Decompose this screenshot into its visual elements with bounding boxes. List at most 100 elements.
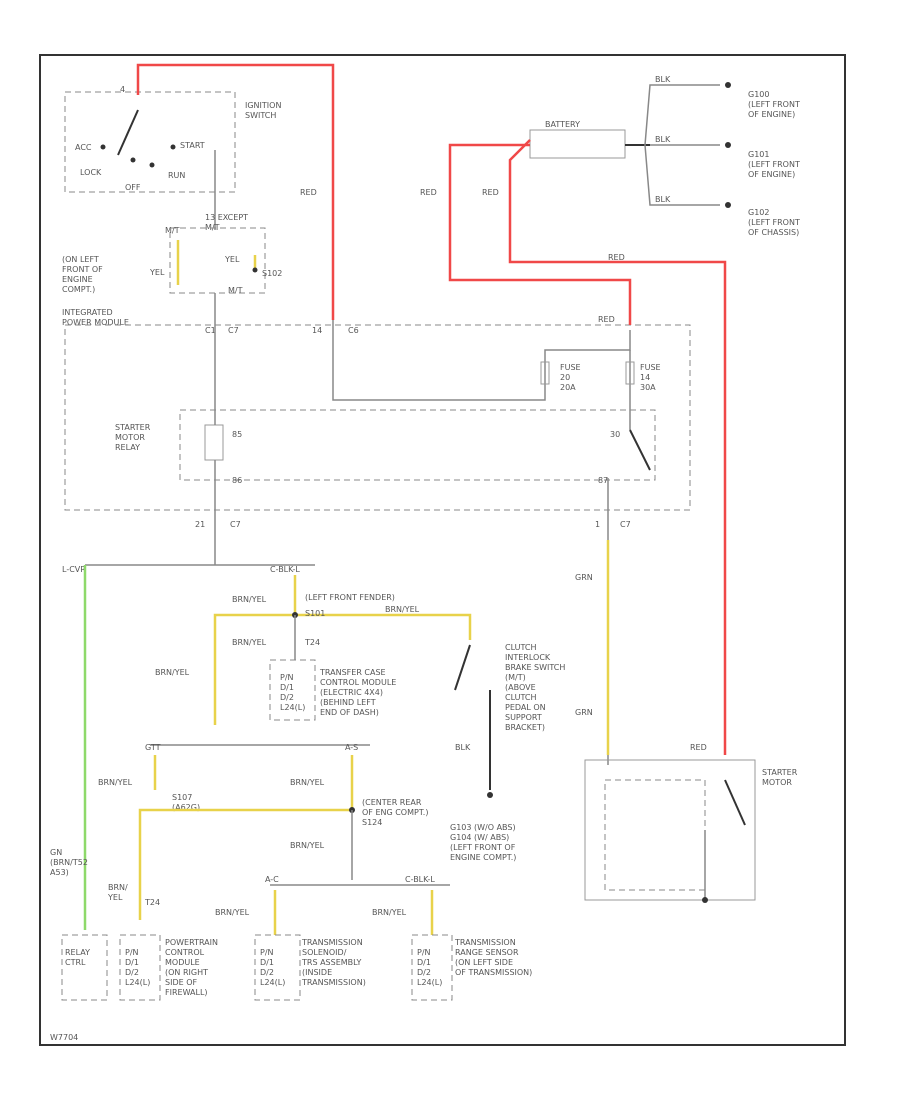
ignition-pos-acc: ACC	[75, 143, 92, 152]
ipm-conn-c1-num: 14	[312, 326, 322, 335]
starter-motor-inner	[604, 779, 706, 891]
clutch-ground-node	[487, 792, 493, 798]
brn-yel-label-4: BRN/YEL	[155, 668, 190, 677]
conn-a-c: A-C	[265, 875, 279, 884]
conn-mt-label-bottom: M/T	[228, 286, 243, 295]
red-wire-ignition	[136, 63, 335, 320]
conn-c-blk-l: C-BLK-L	[270, 565, 300, 574]
ignition-contact-off	[149, 162, 155, 168]
red-wire-battery-ipm	[448, 143, 632, 325]
brn-yel-label-8: BRN/YEL	[107, 883, 128, 902]
relay-pin-86: 86	[232, 476, 242, 485]
relay-ctrl-box	[61, 934, 108, 1001]
conn-l-cvr: L-CVR	[62, 565, 86, 574]
splice-s102: S102	[262, 269, 282, 278]
trans-sol-box	[254, 934, 301, 1001]
ipm-conn-c6: C6	[348, 326, 359, 335]
ignition-contact-lock	[130, 157, 136, 163]
ignition-switch-blade	[117, 109, 139, 156]
grn-wire-label-2: GRN	[575, 708, 593, 717]
blk-wire-label: BLK	[455, 743, 471, 752]
red-wire-battery-starter	[508, 139, 727, 755]
corner-code: W7704	[50, 1033, 78, 1042]
splice-s107: S107(A62G)	[172, 793, 200, 812]
red-wire-label-3: RED	[482, 188, 499, 197]
red-wire-label-5: RED	[598, 315, 615, 324]
conn-mt-label-left: M/T	[165, 226, 180, 235]
ignition-pos-lock: LOCK	[80, 168, 102, 177]
relay-contact-blade	[629, 429, 651, 471]
yel-wire-label-left: YEL	[149, 268, 165, 277]
ground-g100-node	[725, 82, 731, 88]
conn-mt-box	[169, 227, 266, 294]
conn-t24-label: T24	[144, 898, 160, 907]
red-wire-label-4: RED	[608, 253, 625, 262]
ignition-pos-off: OFF	[125, 183, 141, 192]
conn-t-label: T24	[304, 638, 320, 647]
ipm-fuse-bus	[544, 330, 631, 380]
ipm-conn-c1: C1	[205, 326, 216, 335]
relay-pin-87: 87	[598, 476, 608, 485]
battery-box	[529, 129, 626, 159]
brn-yel-label-3: BRN/YEL	[232, 638, 267, 647]
fuse-14-symbol	[625, 361, 635, 385]
transfer-case-box	[269, 659, 316, 721]
ground-wire-blk-1: BLK	[655, 75, 671, 84]
ground-g101-node	[725, 142, 731, 148]
conn-as: A-S	[345, 743, 358, 752]
ipm-pin-1: 1	[595, 520, 600, 529]
brn-yel-label-6: BRN/YEL	[290, 778, 325, 787]
brn-yel-label-7: BRN/YEL	[290, 841, 325, 850]
starter-motor-box	[584, 759, 756, 901]
ground-g103-label: G103 (W/O ABS)G104 (W/ ABS)(LEFT FRONT O…	[450, 823, 516, 862]
s102-node	[252, 267, 258, 273]
ground-g102-node	[725, 202, 731, 208]
starter-relay-coil	[204, 424, 224, 461]
relay-pin-30: 30	[610, 430, 620, 439]
grn-wire-label-1: GRN	[575, 573, 593, 582]
red-wire-label-2: RED	[420, 188, 437, 197]
brn-yel-label-10: BRN/YEL	[372, 908, 407, 917]
diagram-frame	[39, 54, 846, 1046]
ignition-contact-start	[170, 144, 176, 150]
ignition-contact-acc	[100, 144, 106, 150]
ipm-conn-c7: C7	[228, 326, 239, 335]
ignition-switch-box	[64, 91, 236, 193]
brn-yel-wire-fender	[213, 613, 472, 725]
battery-label: BATTERY	[545, 120, 580, 129]
ipm-pin-c7-right: C7	[620, 520, 631, 529]
ground-wire-blk-2: BLK	[655, 135, 671, 144]
brn-yel-label-1: BRN/YEL	[232, 595, 267, 604]
trans-range-box	[411, 934, 453, 1001]
ground-wire-g100	[644, 84, 720, 146]
brn-yel-label-5: BRN/YEL	[98, 778, 133, 787]
ground-wire-blk-3: BLK	[655, 195, 671, 204]
ipm-wire-fuse20	[332, 320, 546, 401]
conn-c-blk-l2: C-BLK-L	[405, 875, 435, 884]
ignition-pos-run: RUN	[168, 171, 185, 180]
clutch-switch-blade	[454, 644, 471, 691]
left-front-fender-label: (LEFT FRONT FENDER)	[305, 593, 395, 602]
brn-yel-label-2: BRN/YEL	[385, 605, 420, 614]
yel-wire-label-right: YEL	[224, 255, 240, 264]
red-wire-label-1: RED	[300, 188, 317, 197]
